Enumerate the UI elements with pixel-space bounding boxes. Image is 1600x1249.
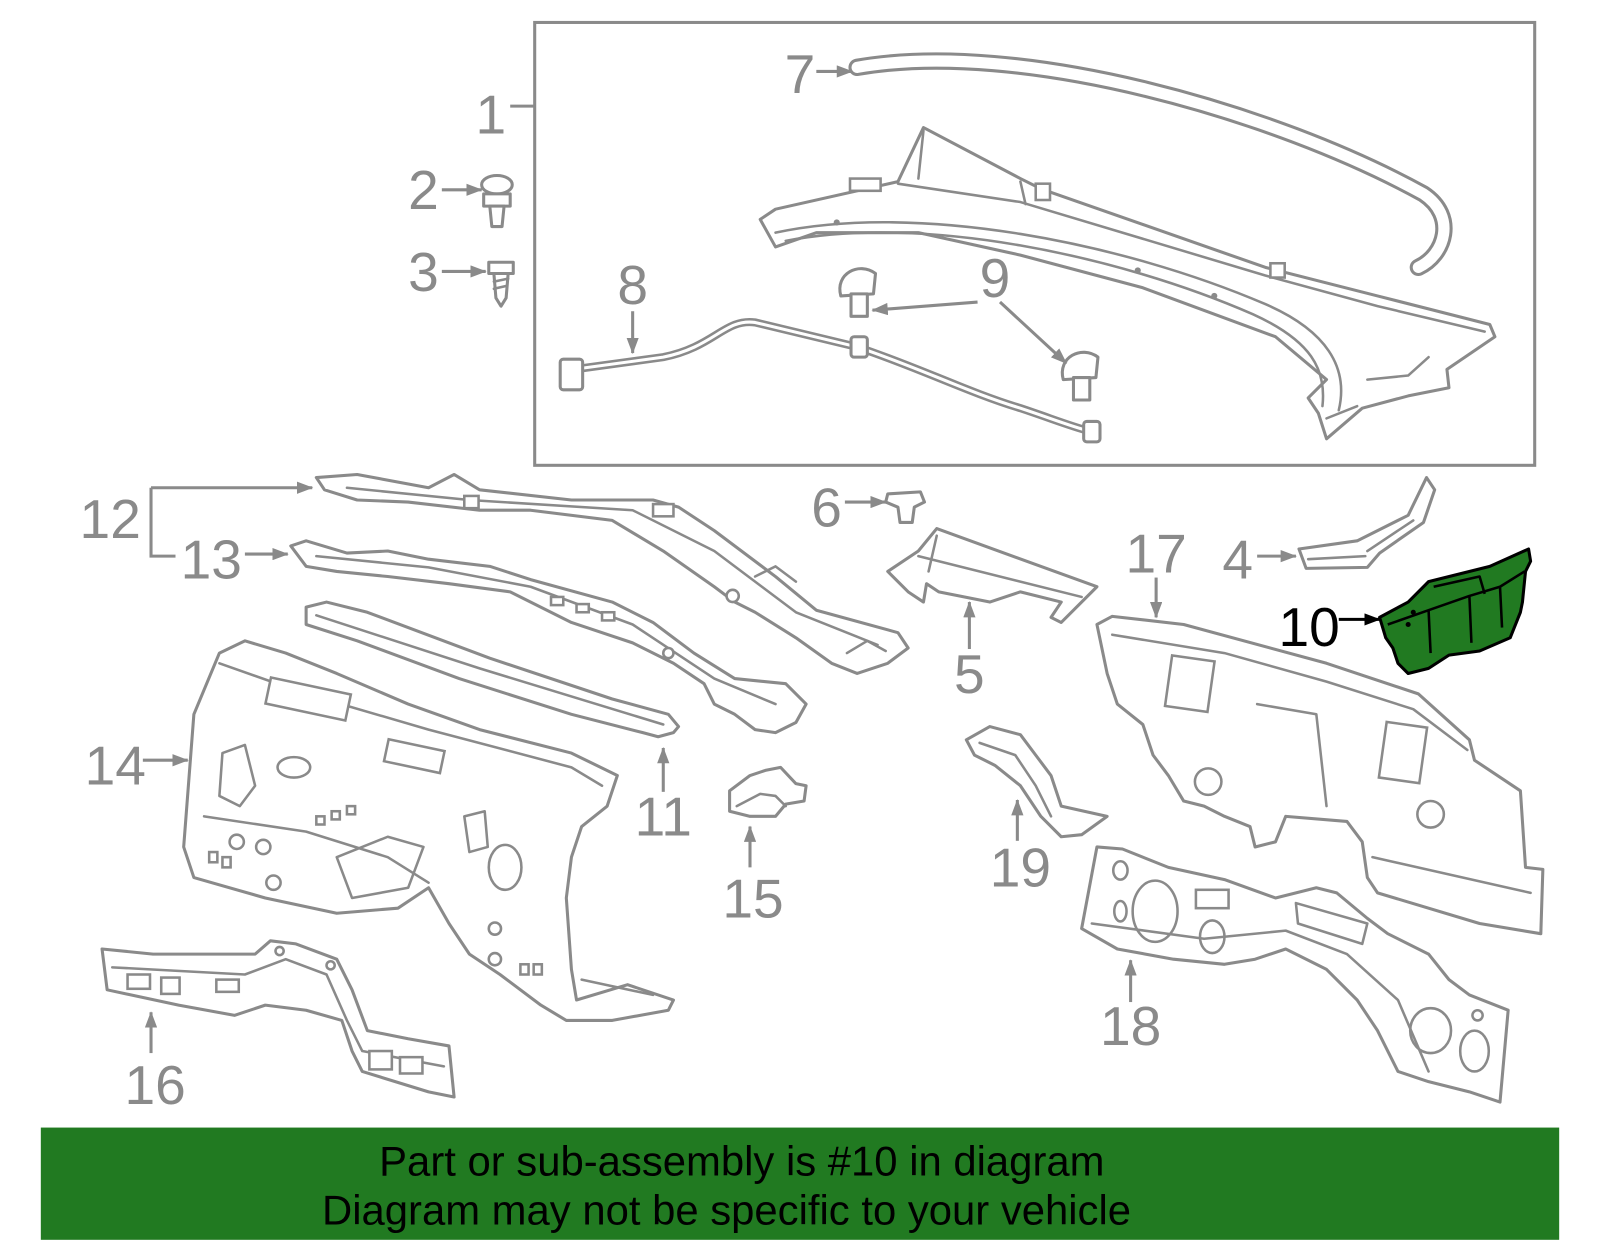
callout-label-10: 10 (1279, 596, 1340, 658)
part-12 (314, 472, 910, 676)
callout-label-3: 3 (408, 241, 439, 303)
callout-label-1: 1 (475, 84, 506, 146)
callout-bracket-12 (149, 487, 176, 558)
part-14 (182, 639, 675, 1022)
part-1 (758, 126, 1497, 441)
part-2 (480, 173, 514, 229)
callout-label-4: 4 (1222, 529, 1253, 591)
part-5 (886, 527, 1099, 624)
callout-label-14: 14 (85, 735, 146, 797)
part-15 (728, 765, 808, 818)
part-4 (1297, 476, 1437, 570)
part-6 (884, 490, 927, 524)
callout-label-13: 13 (181, 529, 242, 591)
callout-arrow-9b (998, 300, 1068, 365)
part-10-highlighted (1378, 547, 1533, 676)
callout-label-5: 5 (954, 643, 985, 705)
callout-label-7: 7 (785, 43, 816, 105)
part-18 (1080, 845, 1510, 1104)
part-11 (304, 600, 681, 739)
callout-label-15: 15 (722, 867, 783, 929)
callout-label-17: 17 (1125, 522, 1186, 584)
callout-label-6: 6 (811, 477, 842, 539)
info-banner: Part or sub-assembly is #10 in diagram D… (40, 1127, 1560, 1240)
info-banner-line-1: Part or sub-assembly is #10 in diagram (379, 1138, 1104, 1185)
part-13 (289, 539, 808, 735)
info-banner-background (40, 1127, 1560, 1240)
info-banner-line-2: Diagram may not be specific to your vehi… (322, 1187, 1131, 1234)
part-16 (100, 939, 456, 1099)
part-9-clip-a (838, 267, 878, 318)
callout-arrow-9a (871, 300, 978, 316)
part-7 (848, 52, 1453, 277)
assembly-group-box (533, 20, 1537, 467)
callout-label-2: 2 (408, 159, 439, 221)
callout-label-18: 18 (1100, 995, 1161, 1057)
part-9-clip-b (1060, 350, 1100, 402)
part-8 (558, 318, 1102, 444)
callout-label-8: 8 (617, 254, 648, 316)
callout-label-9: 9 (980, 247, 1011, 309)
part-3 (487, 260, 515, 308)
callout-label-12: 12 (80, 488, 141, 550)
callout-label-16: 16 (124, 1054, 185, 1116)
part-17 (1095, 614, 1545, 936)
part-19 (964, 725, 1109, 839)
callout-label-19: 19 (990, 837, 1051, 899)
callout-label-11: 11 (635, 786, 692, 848)
